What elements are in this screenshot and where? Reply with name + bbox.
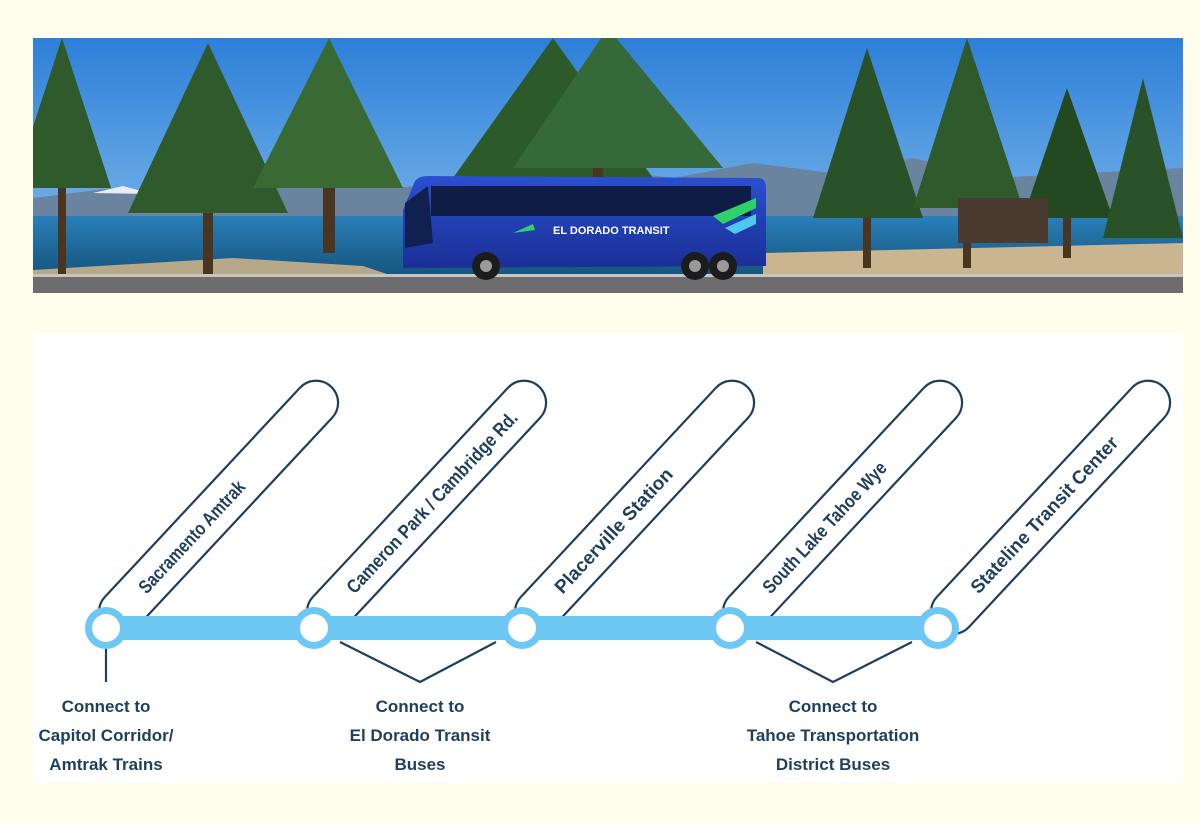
- connection-label-line: Connect to: [376, 697, 465, 716]
- connection-label-line: Capitol Corridor/: [38, 726, 173, 745]
- road: [33, 274, 1183, 293]
- stop-label: Stateline Transit Center: [967, 432, 1124, 598]
- connection-bracket: [339, 641, 497, 684]
- connection-label-line: Connect to: [62, 697, 151, 716]
- connection-brackets: [104, 641, 913, 684]
- stop-label: South Lake Tahoe Wye: [759, 458, 892, 598]
- connection-label-line: El Dorado Transit: [350, 726, 491, 745]
- connection-label: Connect to Capitol Corridor/Amtrak Trains: [38, 697, 173, 774]
- stop-marker-center: [924, 614, 952, 642]
- bus-photo: EL DORADO TRANSIT: [33, 38, 1183, 293]
- connection-label-line: Buses: [394, 755, 445, 774]
- stop-label: Placerville Station: [551, 464, 678, 598]
- stop-marker-center: [508, 614, 536, 642]
- trees: [33, 38, 1183, 278]
- bus-brand-text: EL DORADO TRANSIT: [553, 225, 670, 237]
- connection-label-line: Amtrak Trains: [49, 755, 162, 774]
- stop-marker-center: [92, 614, 120, 642]
- stop-pills: [97, 379, 1172, 636]
- connection-label-line: Tahoe Transportation: [747, 726, 920, 745]
- building: [958, 198, 1048, 243]
- stop-markers: [85, 607, 959, 649]
- connection-label-line: Connect to: [789, 697, 878, 716]
- bus: EL DORADO TRANSIT: [403, 176, 766, 280]
- connection-label-line: District Buses: [776, 755, 890, 774]
- stop-label: Cameron Park / Cambridge Rd.: [343, 408, 523, 598]
- stop-label: Sacramento Amtrak: [135, 477, 250, 599]
- connection-bracket: [755, 641, 913, 684]
- stop-marker-center: [716, 614, 744, 642]
- connection-labels: Connect to Capitol Corridor/Amtrak Trains…: [38, 697, 919, 774]
- stop-marker-center: [300, 614, 328, 642]
